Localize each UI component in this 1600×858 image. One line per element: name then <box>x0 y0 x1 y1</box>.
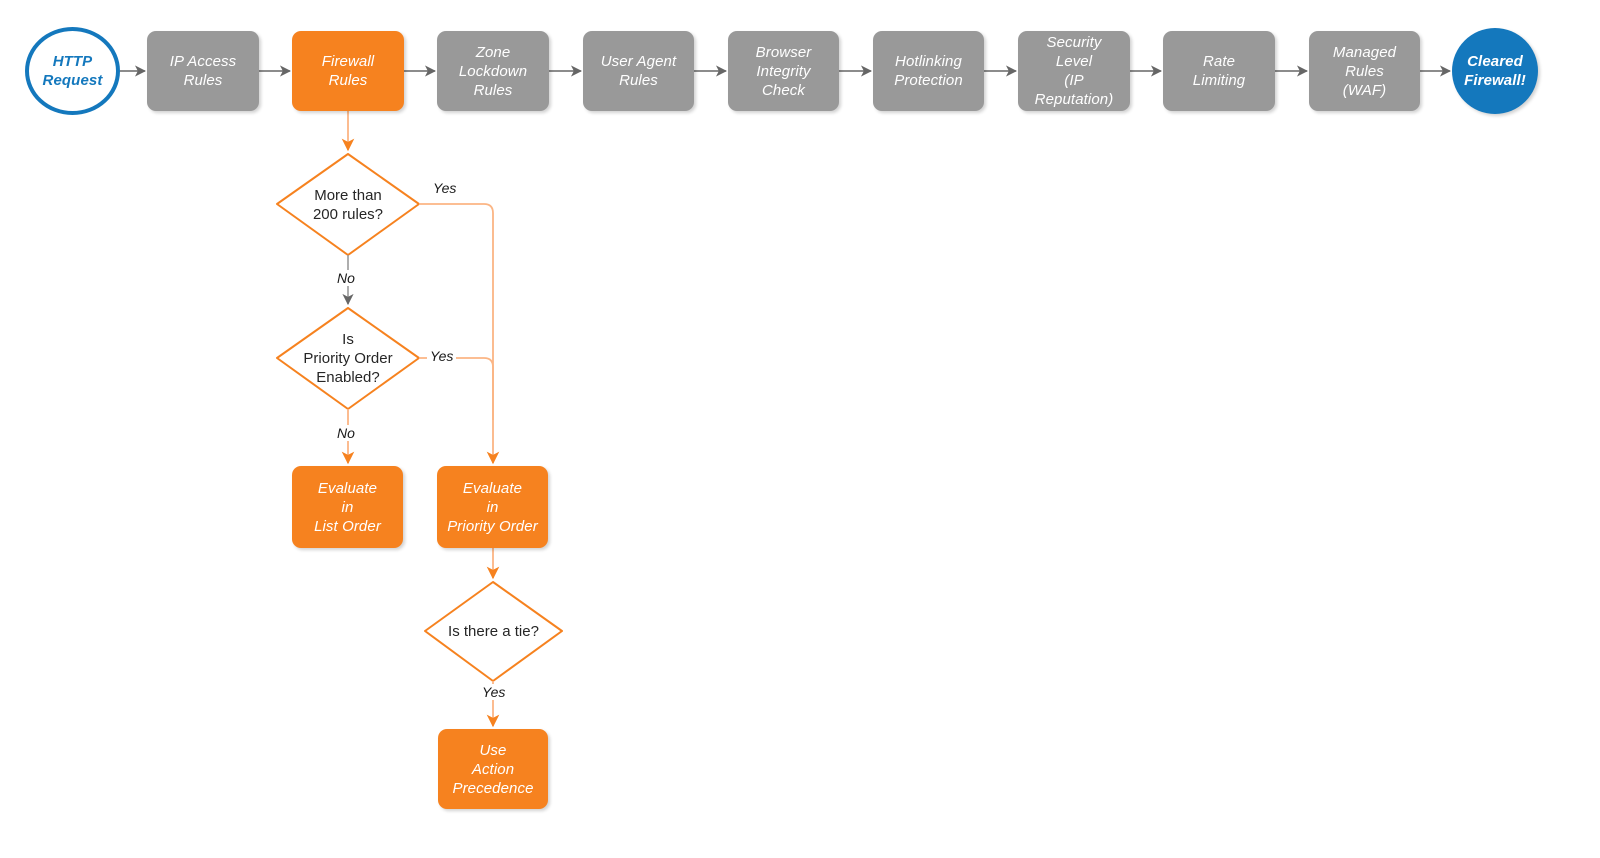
edge-label-tie-yes: Yes <box>479 684 509 700</box>
decision-label: Is there a tie? <box>448 623 539 640</box>
node-label: User Agent Rules <box>600 53 677 89</box>
node-label: Evaluate in Priority Order <box>447 479 538 535</box>
node-label: HTTP Request <box>42 53 103 89</box>
node-label: Use Action Precedence <box>452 741 534 797</box>
node-label: Zone Lockdown Rules <box>458 43 528 99</box>
edge-decision200-yes <box>419 203 500 465</box>
node-label: Hotlinking Protection <box>894 53 963 89</box>
node-user-agent-rules[interactable]: User Agent Rules <box>583 31 694 111</box>
node-use-action-precedence[interactable]: Use Action Precedence <box>438 729 548 809</box>
node-security-level[interactable]: Security Level (IP Reputation) <box>1018 31 1130 111</box>
node-decision-is-there-a-tie[interactable]: Is there a tie? <box>425 582 562 681</box>
node-zone-lockdown-rules[interactable]: Zone Lockdown Rules <box>437 31 549 111</box>
node-decision-priority-order-enabled[interactable]: Is Priority Order Enabled? <box>277 308 419 409</box>
node-http-request[interactable]: HTTP Request <box>25 27 120 115</box>
node-ip-access-rules[interactable]: IP Access Rules <box>147 31 259 111</box>
node-label: Rate Limiting <box>1192 53 1246 89</box>
node-decision-more-than-200-rules[interactable]: More than 200 rules? <box>277 154 419 255</box>
edge-label-more-than-200-no: No <box>334 270 358 286</box>
node-managed-rules-waf[interactable]: Managed Rules (WAF) <box>1309 31 1420 111</box>
node-evaluate-in-priority-order[interactable]: Evaluate in Priority Order <box>437 466 548 548</box>
edge-label-priority-order-yes: Yes <box>427 348 457 364</box>
edge-label-priority-order-no: No <box>334 425 358 441</box>
node-evaluate-in-list-order[interactable]: Evaluate in List Order <box>292 466 403 548</box>
edge-priorityorder-yes <box>419 357 494 420</box>
decision-label: More than 200 rules? <box>312 186 384 223</box>
edge-label-more-than-200-yes: Yes <box>430 180 460 196</box>
node-firewall-rules[interactable]: Firewall Rules <box>292 31 404 111</box>
node-label: IP Access Rules <box>169 53 237 89</box>
decision-label: Is Priority Order Enabled? <box>303 331 393 386</box>
node-label: Evaluate in List Order <box>314 479 381 535</box>
node-label: Firewall Rules <box>321 53 375 89</box>
node-label: Managed Rules (WAF) <box>1332 43 1397 99</box>
node-browser-integrity-check[interactable]: Browser Integrity Check <box>728 31 839 111</box>
node-cleared-firewall[interactable]: Cleared Firewall! <box>1452 28 1538 114</box>
node-hotlinking-protection[interactable]: Hotlinking Protection <box>873 31 984 111</box>
node-rate-limiting[interactable]: Rate Limiting <box>1163 31 1275 111</box>
node-label: Cleared Firewall! <box>1464 53 1526 89</box>
node-label: Browser Integrity Check <box>755 43 812 99</box>
node-label: Security Level (IP Reputation) <box>1034 34 1114 108</box>
